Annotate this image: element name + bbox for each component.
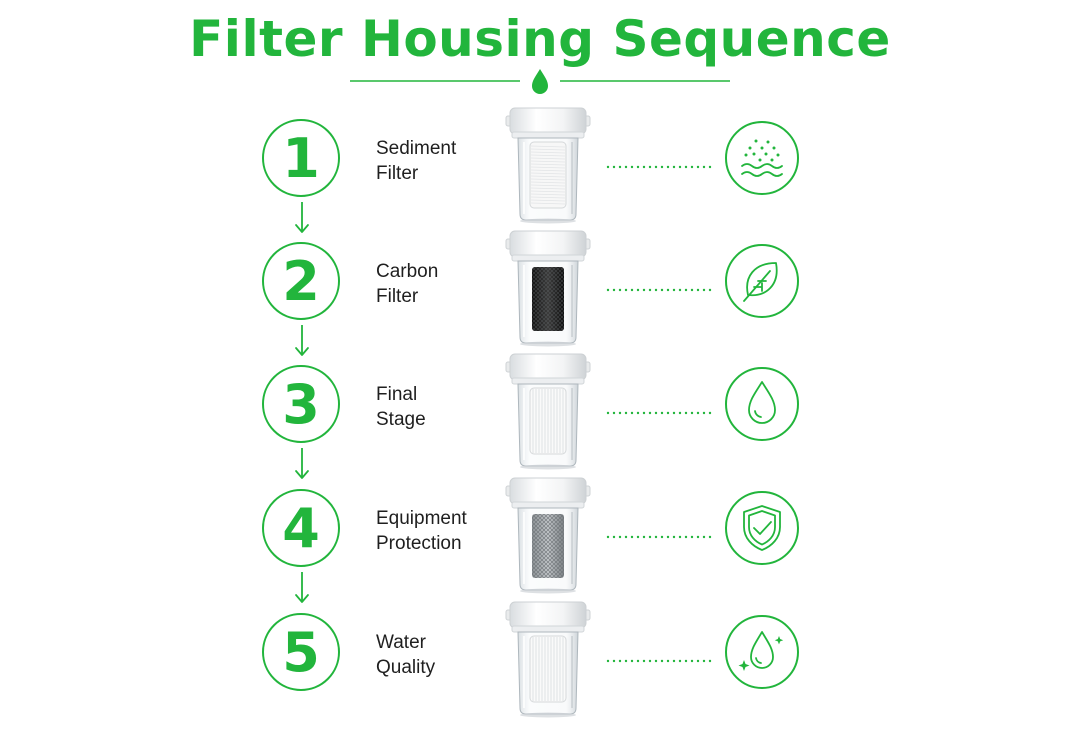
filter-housing-image <box>502 352 594 470</box>
filter-housing-image <box>502 106 594 224</box>
step-label-line2: Filter <box>376 286 419 307</box>
title-divider <box>350 69 730 94</box>
filter-housing-image <box>502 229 594 347</box>
step-label-line2: Filter <box>376 163 419 184</box>
shield-check-icon <box>724 490 800 566</box>
step-label-line1: Sediment <box>376 138 457 159</box>
step-number-badge: 3 <box>262 365 340 443</box>
leaf-icon <box>724 243 800 319</box>
down-arrow-icon <box>292 323 312 359</box>
page-title: Filter Housing Sequence <box>189 10 891 68</box>
step-number-badge: 2 <box>262 242 340 320</box>
down-arrow-icon <box>292 200 312 236</box>
step-label-line2: Protection <box>376 533 462 554</box>
step-label-line2: Stage <box>376 409 426 430</box>
dotted-connector <box>606 650 712 663</box>
dotted-connector <box>606 526 712 539</box>
down-arrow-icon <box>292 446 312 482</box>
step-number-badge: 1 <box>262 119 340 197</box>
dotted-connector <box>606 279 712 292</box>
down-arrow-icon <box>292 570 312 606</box>
step-label-line2: Quality <box>376 657 436 678</box>
step-label-line1: Equipment <box>376 508 467 529</box>
water-drop-icon <box>532 69 548 94</box>
filter-housing-image <box>502 600 594 718</box>
dotted-connector <box>606 156 712 169</box>
sparkle-drop-icon <box>724 614 800 690</box>
filter-housing-image <box>502 476 594 594</box>
sediment-particles-icon <box>724 120 800 196</box>
water-drop-icon <box>724 366 800 442</box>
step-label-line1: Carbon <box>376 261 439 282</box>
step-number-badge: 5 <box>262 613 340 691</box>
dotted-connector <box>606 402 712 415</box>
step-label-line1: Final <box>376 384 418 405</box>
step-label-line1: Water <box>376 632 426 653</box>
step-number-badge: 4 <box>262 489 340 567</box>
